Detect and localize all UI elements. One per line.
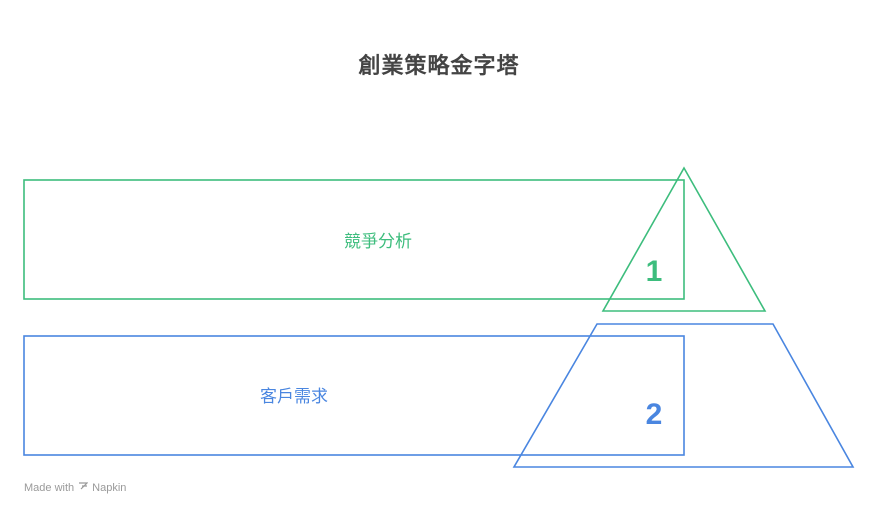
diagram-title: 創業策略金字塔 <box>358 54 520 79</box>
level-1: 競爭分析 1 <box>23 166 767 312</box>
level-1-triangle <box>601 166 767 312</box>
level-2-trapezoid <box>512 323 855 468</box>
footer-prefix: Made with <box>24 481 75 494</box>
level-2: 客戶需求 2 <box>23 323 855 468</box>
footer-credit: Made with Napkin <box>24 481 126 494</box>
level-2-number: 2 <box>646 398 663 431</box>
level-1-label: 競爭分析 <box>344 232 412 252</box>
footer-brand: Napkin <box>92 481 127 494</box>
level-2-box <box>23 335 685 456</box>
level-2-label: 客戶需求 <box>260 387 328 407</box>
level-1-number: 1 <box>646 255 663 288</box>
napkin-logo-icon <box>78 481 89 494</box>
level-1-box <box>23 179 685 300</box>
